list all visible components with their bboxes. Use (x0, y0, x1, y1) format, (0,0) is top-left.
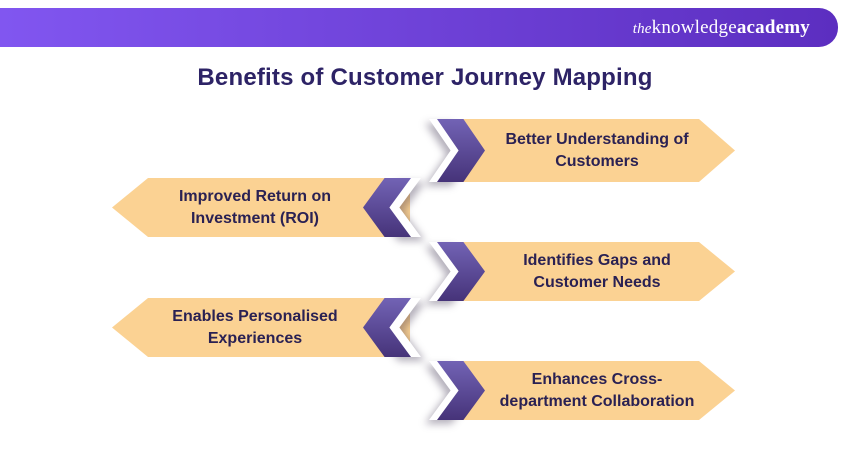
benefit-banner-2: Improved Return on Investment (ROI) (112, 178, 440, 237)
benefit-label: Better Understanding of Customers (505, 129, 688, 172)
arrow-banner: Enables Personalised Experiences (112, 298, 410, 357)
benefit-banner-3: Identifies Gaps and Customer Needs (425, 242, 735, 301)
benefit-label: Enhances Cross- department Collaboration (500, 369, 695, 412)
benefit-label-line2: Customers (555, 152, 639, 170)
arrow-banner: Improved Return on Investment (ROI) (112, 178, 410, 237)
arrow-banner: Enhances Cross- department Collaboration (457, 361, 735, 420)
benefit-label-line1: Identifies Gaps and (523, 251, 671, 269)
benefit-label-line1: Enhances Cross- (531, 370, 663, 388)
logo-the: the (632, 20, 652, 37)
benefit-banner-1: Better Understanding of Customers (425, 119, 735, 182)
benefit-label: Improved Return on Investment (ROI) (179, 186, 331, 229)
arrow-banner: Identifies Gaps and Customer Needs (457, 242, 735, 301)
benefit-label-line2: department Collaboration (499, 392, 695, 410)
benefit-label-line2: Customer Needs (533, 273, 661, 291)
benefit-banner-4: Enables Personalised Experiences (112, 298, 440, 357)
benefit-label: Enables Personalised Experiences (172, 306, 337, 349)
benefit-label-line2: Experiences (207, 329, 303, 347)
logo-knowledge: knowledge (651, 16, 737, 38)
benefit-label-line1: Enables Personalised (172, 307, 338, 325)
arrow-banner: Better Understanding of Customers (457, 119, 735, 182)
benefit-banner-5: Enhances Cross- department Collaboration (425, 361, 735, 420)
benefit-label-line1: Better Understanding of (505, 130, 689, 148)
page-title: Benefits of Customer Journey Mapping (197, 64, 653, 91)
brand-logo: theknowledgeacademy (633, 17, 810, 39)
benefit-label-line2: Investment (ROI) (190, 209, 319, 227)
benefit-label: Identifies Gaps and Customer Needs (523, 250, 671, 293)
logo-academy: academy (736, 16, 810, 38)
header-bar: theknowledgeacademy (0, 8, 838, 47)
benefit-label-line1: Improved Return on (178, 187, 331, 205)
